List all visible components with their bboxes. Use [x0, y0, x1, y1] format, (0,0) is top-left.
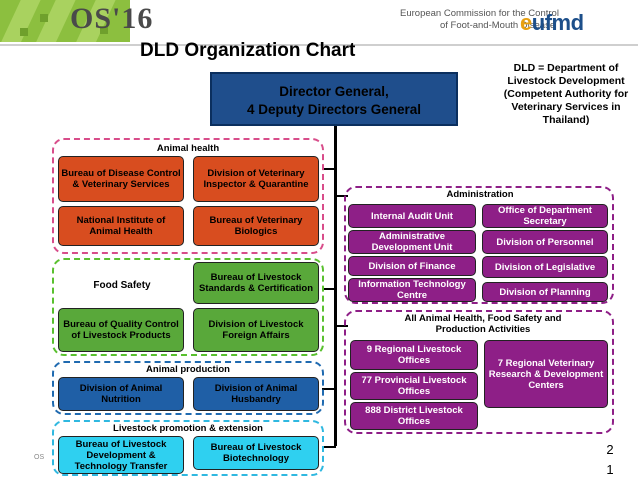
director-general-box: Director General, 4 Deputy Directors Gen… [210, 72, 458, 126]
unit-planning: Division of Planning [482, 282, 608, 302]
unit-animal-nutrition: Division of Animal Nutrition [58, 377, 184, 411]
group-animal-health [52, 138, 324, 254]
unit-bureau-disease-control: Bureau of Disease Control & Veterinary S… [58, 156, 184, 202]
unit-legislative: Division of Legislative [482, 256, 608, 278]
director-line-1: Director General, [279, 84, 389, 99]
unit-personnel: Division of Personnel [482, 230, 608, 254]
organization-line-2: of Foot-and-Mouth Disease [440, 20, 556, 31]
connector-animal-health [322, 168, 336, 170]
unit-veterinary-inspector-quarantine: Division of Veterinary Inspector & Quara… [193, 156, 319, 202]
group-title-livestock-promotion: Livestock promotion & extension [113, 423, 263, 434]
unit-quality-control-livestock-products: Bureau of Quality Control of Livestock P… [58, 308, 184, 352]
organization-line-1: European Commission for the Control [400, 8, 559, 19]
page-title: DLD Organization Chart [140, 40, 356, 61]
unit-livestock-standards-certification: Bureau of Livestock Standards & Certific… [193, 262, 319, 304]
footer-mark: OS [34, 454, 45, 461]
organization-name: European Commission for the Control of F… [400, 8, 570, 32]
group-title-administration: Administration [446, 189, 514, 200]
unit-livestock-foreign-affairs: Division of Livestock Foreign Affairs [193, 308, 319, 352]
unit-finance: Division of Finance [348, 256, 476, 276]
unit-department-secretary: Office of Department Secretary [482, 204, 608, 228]
group-title-animal-health: Animal health [156, 143, 220, 154]
connector-all-activities [334, 325, 348, 327]
header-decoration [0, 0, 130, 42]
group-title-animal-production: Animal production [146, 364, 230, 375]
unit-animal-husbandry: Division of Animal Husbandry [193, 377, 319, 411]
page-number: 2 1 [606, 442, 614, 477]
group-administration [344, 186, 614, 304]
group-title-all-activities: All Animal Health, Food Safety and Produ… [404, 313, 562, 335]
eufmd-logo-accent-letter: e [520, 10, 532, 35]
conference-logo: OS'16 [70, 2, 154, 35]
unit-provincial-livestock-offices: 77 Provincial Livestock Offices [350, 372, 478, 400]
unit-regional-veterinary-research-centers: 7 Regional Veterinary Research & Develop… [484, 340, 608, 408]
unit-administrative-development: Administrative Development Unit [348, 230, 476, 254]
connector-livestock-promotion [322, 446, 336, 448]
dld-definition-note: DLD = Department of Livestock Developmen… [503, 62, 629, 126]
connector-food-safety [322, 288, 336, 290]
org-trunk-line [334, 126, 337, 446]
unit-district-livestock-offices: 888 District Livestock Offices [350, 402, 478, 430]
unit-livestock-development-technology-transfer: Bureau of Livestock Development & Techno… [58, 436, 184, 474]
connector-administration [334, 195, 348, 197]
header-divider [0, 44, 638, 46]
group-all-activities [344, 310, 614, 434]
eufmd-logo: eufmd [520, 10, 584, 35]
group-food-safety [52, 258, 324, 356]
unit-bureau-veterinary-biologics: Bureau of Veterinary Biologics [193, 206, 319, 246]
connector-animal-production [322, 388, 336, 390]
director-line-2: 4 Deputy Directors General [246, 102, 422, 117]
unit-information-technology-centre: Information Technology Centre [348, 278, 476, 302]
unit-livestock-biotechnology: Bureau of Livestock Biotechnology [193, 436, 319, 470]
unit-national-institute-animal-health: National Institute of Animal Health [58, 206, 184, 246]
group-title-food-safety: Food Safety [93, 279, 151, 291]
group-livestock-promotion [52, 420, 324, 476]
unit-internal-audit: Internal Audit Unit [348, 204, 476, 228]
group-animal-production [52, 361, 324, 415]
unit-regional-livestock-offices: 9 Regional Livestock Offices [350, 340, 478, 370]
